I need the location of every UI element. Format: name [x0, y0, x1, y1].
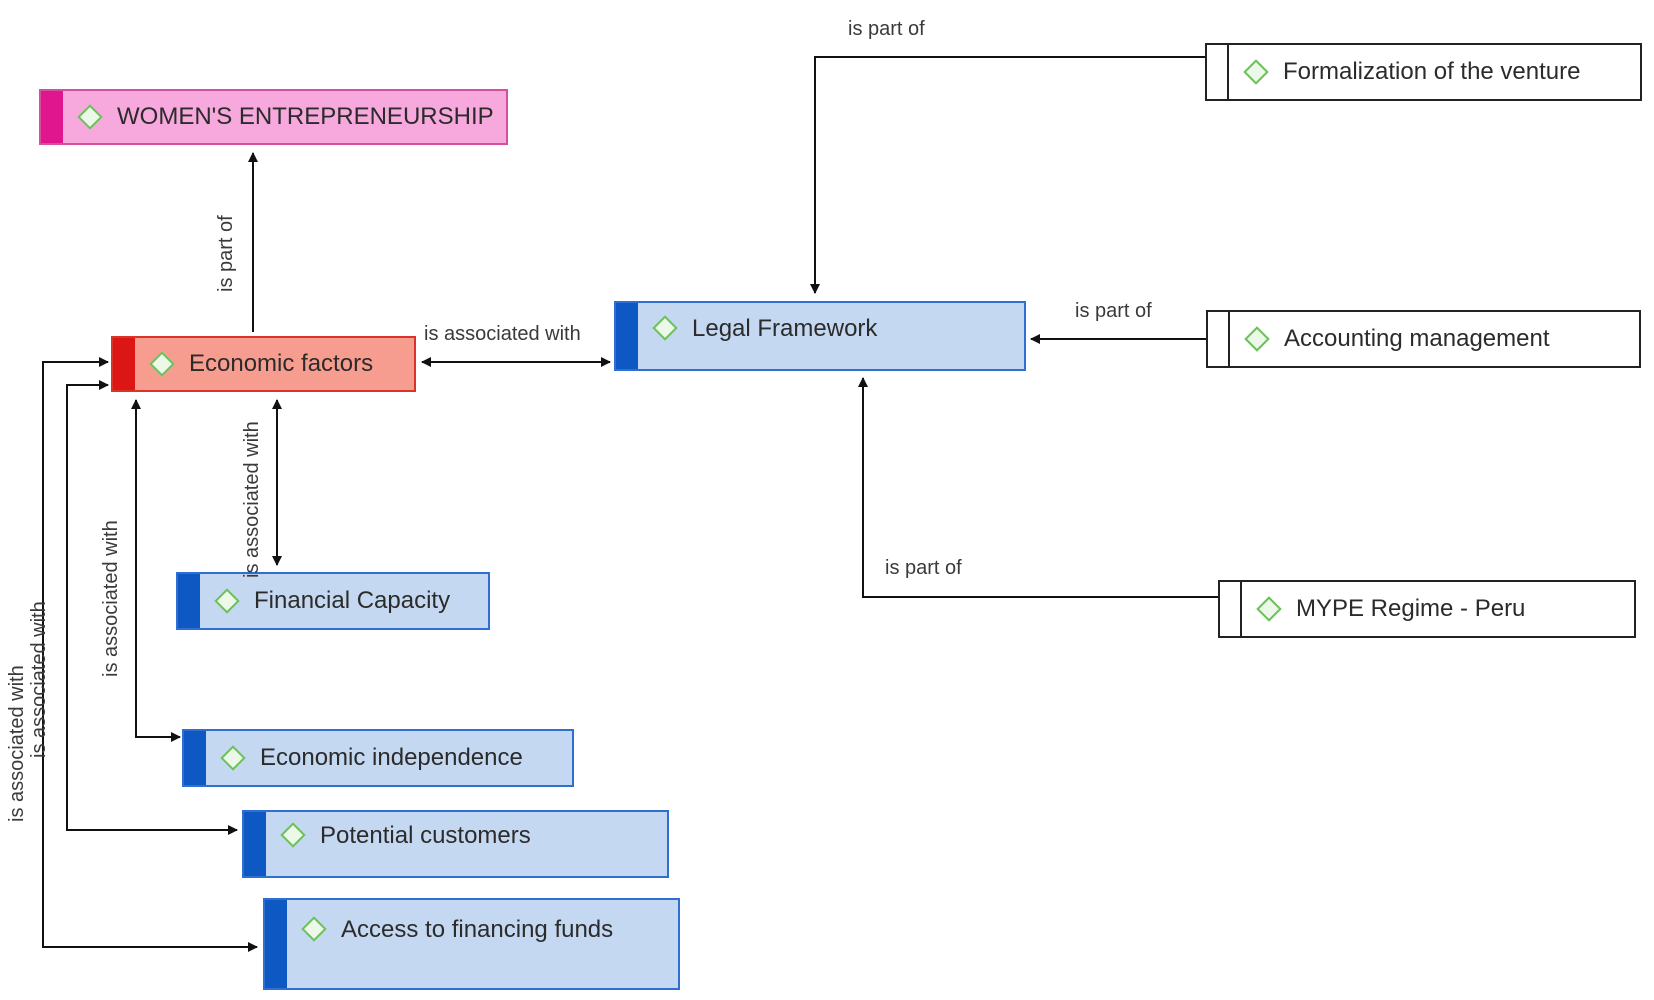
node-label: Access to financing funds: [341, 916, 614, 943]
edge-formalization-to-legal: [810, 56, 1205, 294]
diamond-icon: [77, 104, 103, 130]
node-color-bar: [244, 812, 266, 876]
node-color-bar: [265, 900, 287, 988]
diamond-icon: [220, 745, 246, 771]
node-accounting-management[interactable]: Accounting management: [1206, 310, 1641, 368]
edge-label-accounting-to-legal: is part of: [1075, 300, 1152, 322]
node-color-bar: [41, 91, 63, 143]
node-color-bar: [113, 338, 135, 390]
edge-label-economic-to-womens: is part of: [215, 215, 237, 292]
edge-label-economic-financial: is associated with: [241, 421, 263, 578]
node-label: Accounting management: [1284, 325, 1550, 352]
node-color-bar: [1207, 45, 1229, 99]
edge-label-mype-to-legal: is part of: [885, 557, 962, 579]
diamond-icon: [652, 315, 678, 341]
diamond-icon: [1256, 596, 1282, 622]
node-womens-entrepreneurship[interactable]: WOMEN'S ENTREPRENEURSHIP: [39, 89, 508, 145]
diamond-icon: [149, 351, 175, 377]
edge-label-economic-customers: is associated with: [28, 601, 50, 758]
node-label: Formalization of the venture: [1283, 58, 1581, 85]
node-label: MYPE Regime - Peru: [1296, 595, 1526, 622]
edge-economic-independence: [131, 399, 181, 742]
edge-label-formalization-to-legal: is part of: [848, 18, 925, 40]
node-label: Financial Capacity: [254, 587, 451, 614]
node-label: Legal Framework: [692, 315, 878, 342]
node-label: Potential customers: [320, 822, 531, 849]
node-color-bar: [178, 574, 200, 628]
node-access-to-financing-funds[interactable]: Access to financing funds: [263, 898, 680, 990]
node-legal-framework[interactable]: Legal Framework: [614, 301, 1026, 371]
edge-label-economic-legal: is associated with: [424, 323, 581, 345]
edge-mype-to-legal: [858, 377, 1218, 598]
node-mype-regime-peru[interactable]: MYPE Regime - Peru: [1218, 580, 1636, 638]
node-financial-capacity[interactable]: Financial Capacity: [176, 572, 490, 630]
node-label: WOMEN'S ENTREPRENEURSHIP: [117, 103, 494, 130]
edge-label-economic-independence: is associated with: [100, 520, 122, 677]
node-potential-customers[interactable]: Potential customers: [242, 810, 669, 878]
node-economic-independence[interactable]: Economic independence: [182, 729, 574, 787]
node-color-bar: [1220, 582, 1242, 636]
edge-economic-funds: [42, 357, 258, 952]
node-label: Economic factors: [189, 350, 374, 377]
node-label: Economic independence: [260, 744, 523, 771]
diamond-icon: [280, 822, 306, 848]
node-color-bar: [184, 731, 206, 785]
node-color-bar: [1208, 312, 1230, 366]
node-color-bar: [616, 303, 638, 369]
node-formalization-of-the-venture[interactable]: Formalization of the venture: [1205, 43, 1642, 101]
node-economic-factors[interactable]: Economic factors: [111, 336, 416, 392]
diamond-icon: [1243, 59, 1269, 85]
edge-label-economic-funds: is associated with: [6, 665, 28, 822]
diamond-icon: [214, 588, 240, 614]
diamond-icon: [301, 916, 327, 942]
diamond-icon: [1244, 326, 1270, 352]
